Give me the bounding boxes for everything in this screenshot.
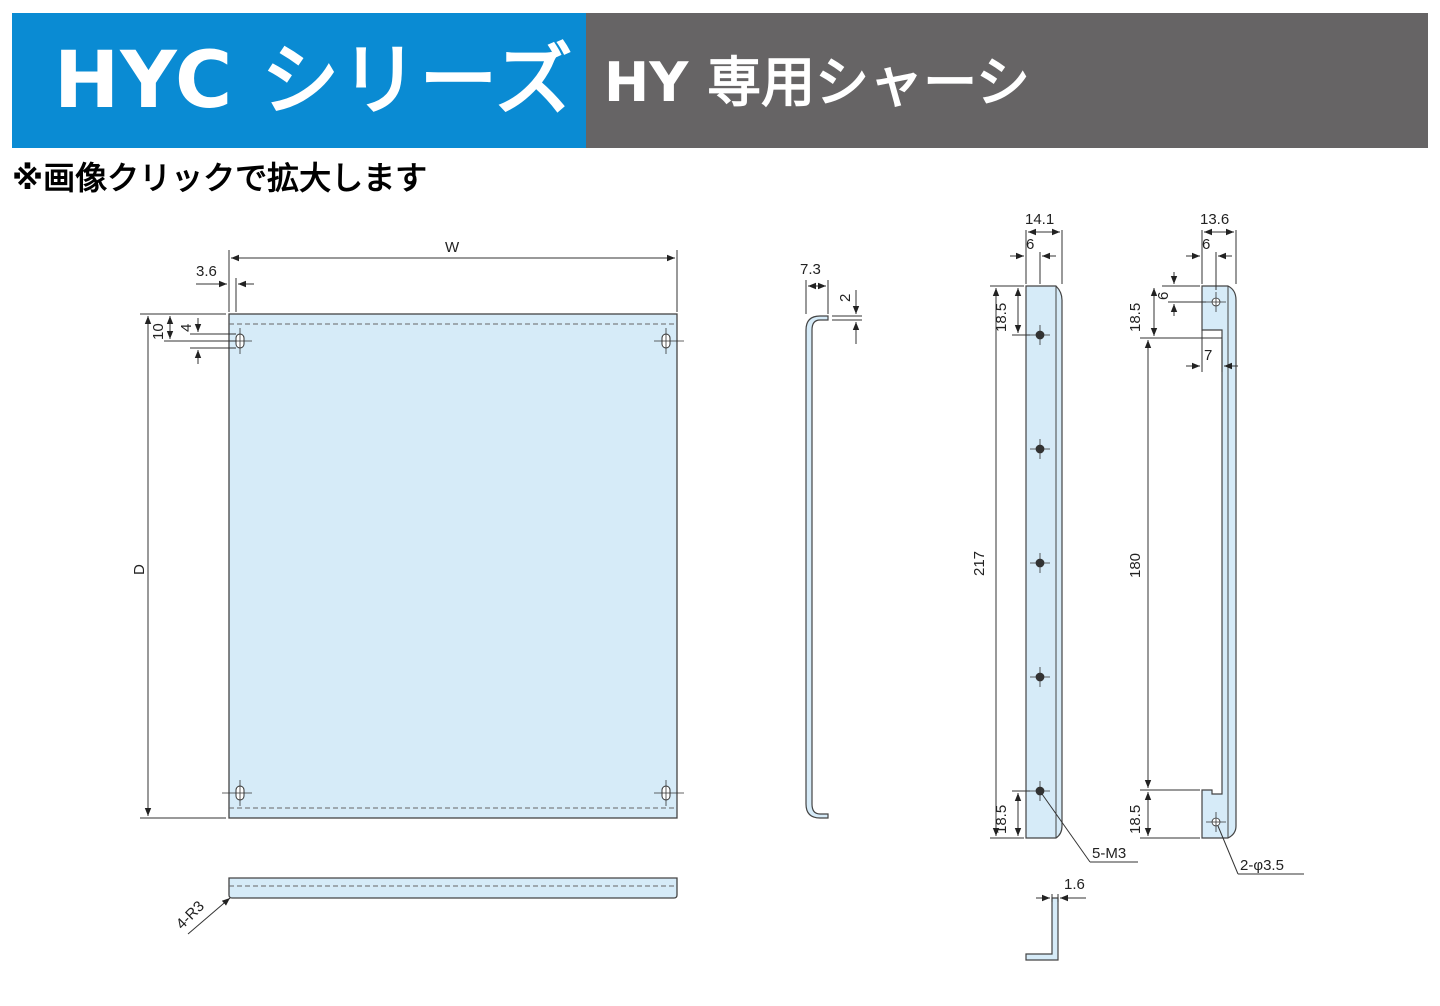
dim-7-3-label: 7.3: [800, 261, 821, 278]
dim-14-1-label: 14.1: [1025, 211, 1054, 228]
dim-rail1-18-5-top: 18.5: [993, 303, 1010, 332]
dim-13-6-label: 13.6: [1200, 211, 1229, 228]
rail-thickness-profile: [1025, 897, 1059, 961]
dim-1-6: [1036, 894, 1086, 902]
rail-m3: [1025, 285, 1063, 839]
dim-r3-label: 4-R3: [173, 898, 208, 933]
holes-5-m3-label: 5-M3: [1092, 845, 1126, 862]
dim-4-label: 4: [178, 324, 195, 332]
dim-d: [140, 313, 226, 819]
header-series-block: HYC シリーズ: [12, 13, 586, 148]
holes-phi35-label: 2-φ3.5: [1240, 857, 1284, 874]
header-product-block: HY 専用シャーシ: [586, 13, 1428, 148]
dim-d-label: D: [131, 564, 148, 575]
series-title: HYC シリーズ: [54, 36, 574, 126]
dim-7-3-2: [805, 280, 862, 344]
dim-10-4: [164, 316, 236, 364]
dim-10-label: 10: [150, 323, 167, 340]
dim-1-6-label: 1.6: [1064, 876, 1085, 893]
dim-w-label: W: [445, 239, 460, 256]
dim-rail2-18-5-bot: 18.5: [1127, 805, 1144, 834]
rail-m3-dims: [990, 228, 1138, 863]
dim-3-6-label: 3.6: [196, 263, 217, 280]
dim-3-6: [196, 278, 254, 312]
product-subtitle: HY 専用シャーシ: [604, 51, 1031, 114]
header-banner: HYC シリーズ HY 専用シャーシ: [12, 13, 1428, 148]
dim-217-label: 217: [971, 551, 988, 576]
zoom-note[interactable]: ※画像クリックで拡大します: [12, 159, 428, 197]
dim-rail1-6-label: 6: [1026, 236, 1034, 253]
rail-phi35: [1201, 285, 1237, 839]
chassis-flange-side-view: [805, 315, 829, 819]
chassis-plate-top-view: [222, 313, 684, 819]
dim-2-label: 2: [837, 294, 854, 302]
rail-phi35-dims: [1140, 228, 1304, 875]
dim-7-label: 7: [1204, 347, 1212, 364]
dim-rail2-6-v-label: 6: [1155, 292, 1172, 300]
dim-w: [228, 250, 678, 312]
dim-180-label: 180: [1127, 553, 1144, 578]
chassis-plate-edge-view: [187, 877, 678, 935]
dim-rail2-6-label: 6: [1202, 236, 1210, 253]
dim-rail2-18-5-top: 18.5: [1127, 303, 1144, 332]
dim-rail1-18-5-bot: 18.5: [993, 805, 1010, 834]
